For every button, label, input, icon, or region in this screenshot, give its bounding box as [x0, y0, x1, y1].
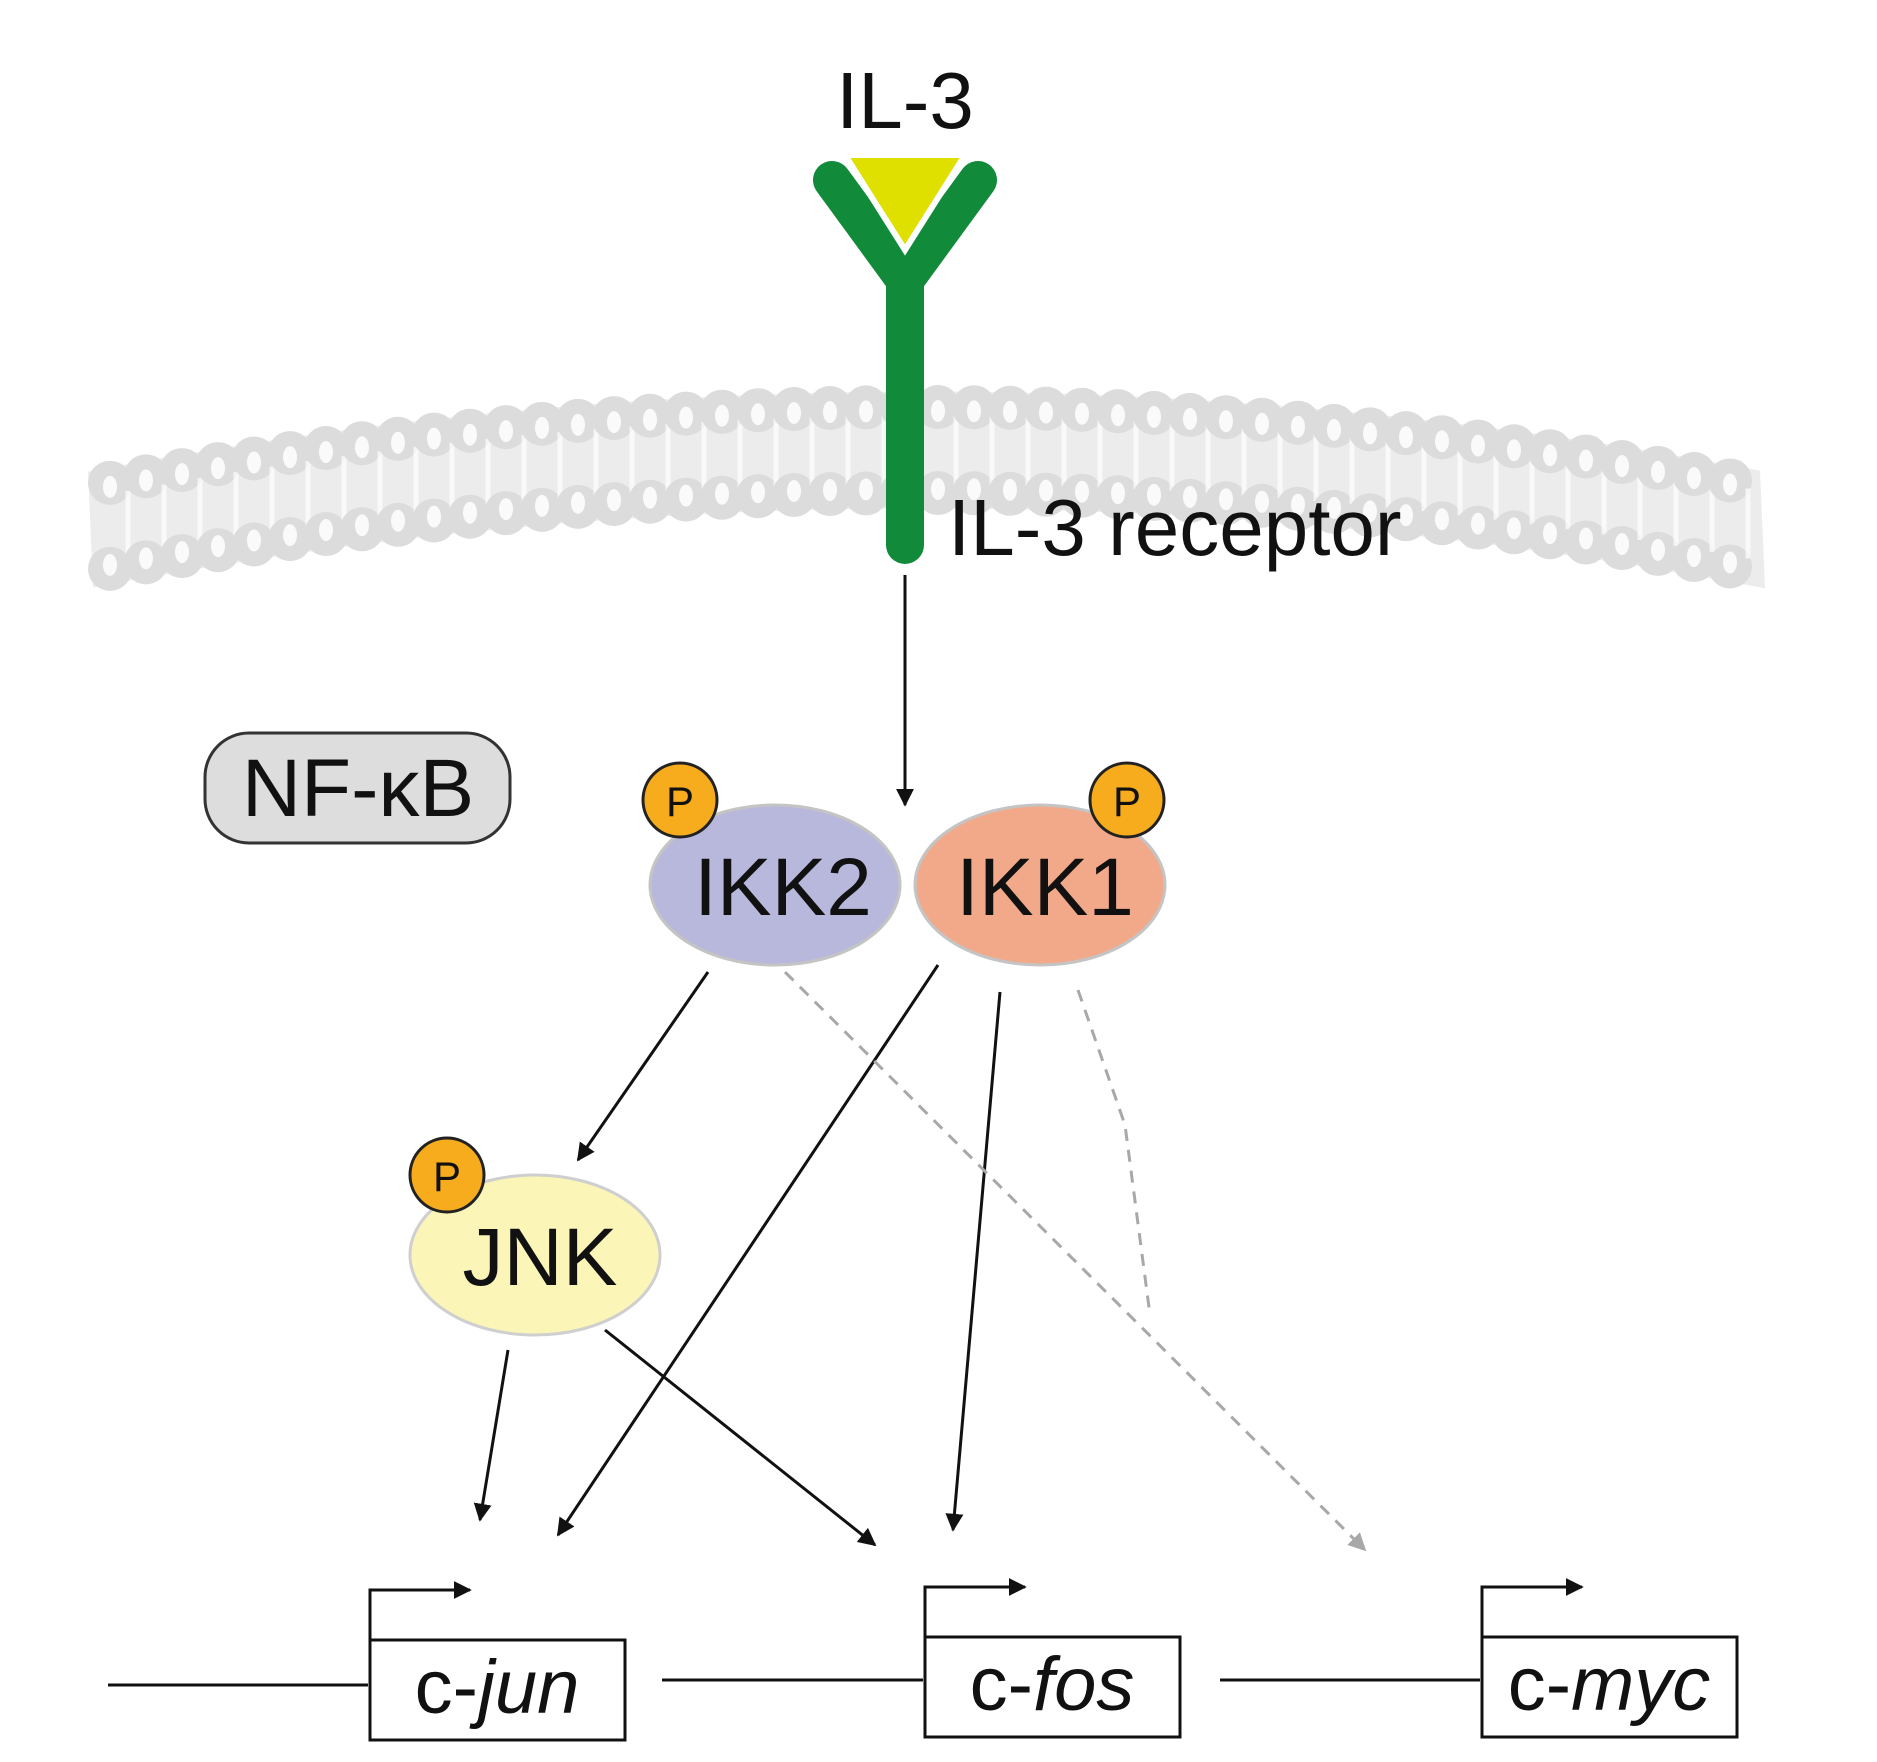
- ikk1-node: [913, 803, 1167, 967]
- nfkb-box: [203, 731, 512, 845]
- gene-c-myc: c-myc: [1480, 1578, 1739, 1739]
- ikk2-node: [648, 803, 902, 967]
- nfkb-label: NF-κB: [242, 743, 474, 834]
- phospho-badge-jnk: P: [408, 1136, 486, 1214]
- il3-ligand: [839, 152, 971, 256]
- cell-membrane: [88, 385, 1765, 591]
- arrow-jnk-to-cjun: [473, 1349, 510, 1522]
- gene-label-c-myc: c-myc: [1508, 1642, 1711, 1727]
- phospho-badge-ikk2: P: [641, 761, 719, 839]
- gene-c-jun: c-jun: [368, 1581, 627, 1742]
- svg-text:P: P: [1113, 778, 1141, 825]
- il3-receptor: [813, 161, 997, 564]
- jnk-node: [408, 1173, 662, 1337]
- arrow-jnk-to-cfos: [604, 1328, 877, 1547]
- arrow-ikk2-to-jnk: [576, 971, 710, 1162]
- ligand-label: IL-3: [836, 56, 974, 145]
- ikk1-label: IKK1: [956, 842, 1134, 933]
- arrow-ikk1-to-cfos: [945, 991, 1002, 1532]
- dashed-ikk1-to-cmyc: [1076, 989, 1152, 1316]
- svg-text:P: P: [666, 778, 694, 825]
- receptor-label: IL-3 receptor: [948, 483, 1402, 572]
- gene-label-c-jun: c-jun: [415, 1645, 580, 1730]
- ikk2-label: IKK2: [694, 842, 872, 933]
- gene-label-c-fos: c-fos: [970, 1642, 1135, 1727]
- gene-c-fos: c-fos: [923, 1578, 1182, 1739]
- phospho-badge-ikk1: P: [1088, 761, 1166, 839]
- dashed-ikk2-to-cmyc: [783, 970, 1367, 1552]
- dna-strand: [108, 1678, 1480, 1687]
- svg-text:P: P: [433, 1153, 461, 1200]
- pathway-arrows: [473, 575, 1367, 1552]
- jnk-label: JNK: [463, 1212, 618, 1303]
- arrow-ikk1-to-cjun: [556, 964, 940, 1537]
